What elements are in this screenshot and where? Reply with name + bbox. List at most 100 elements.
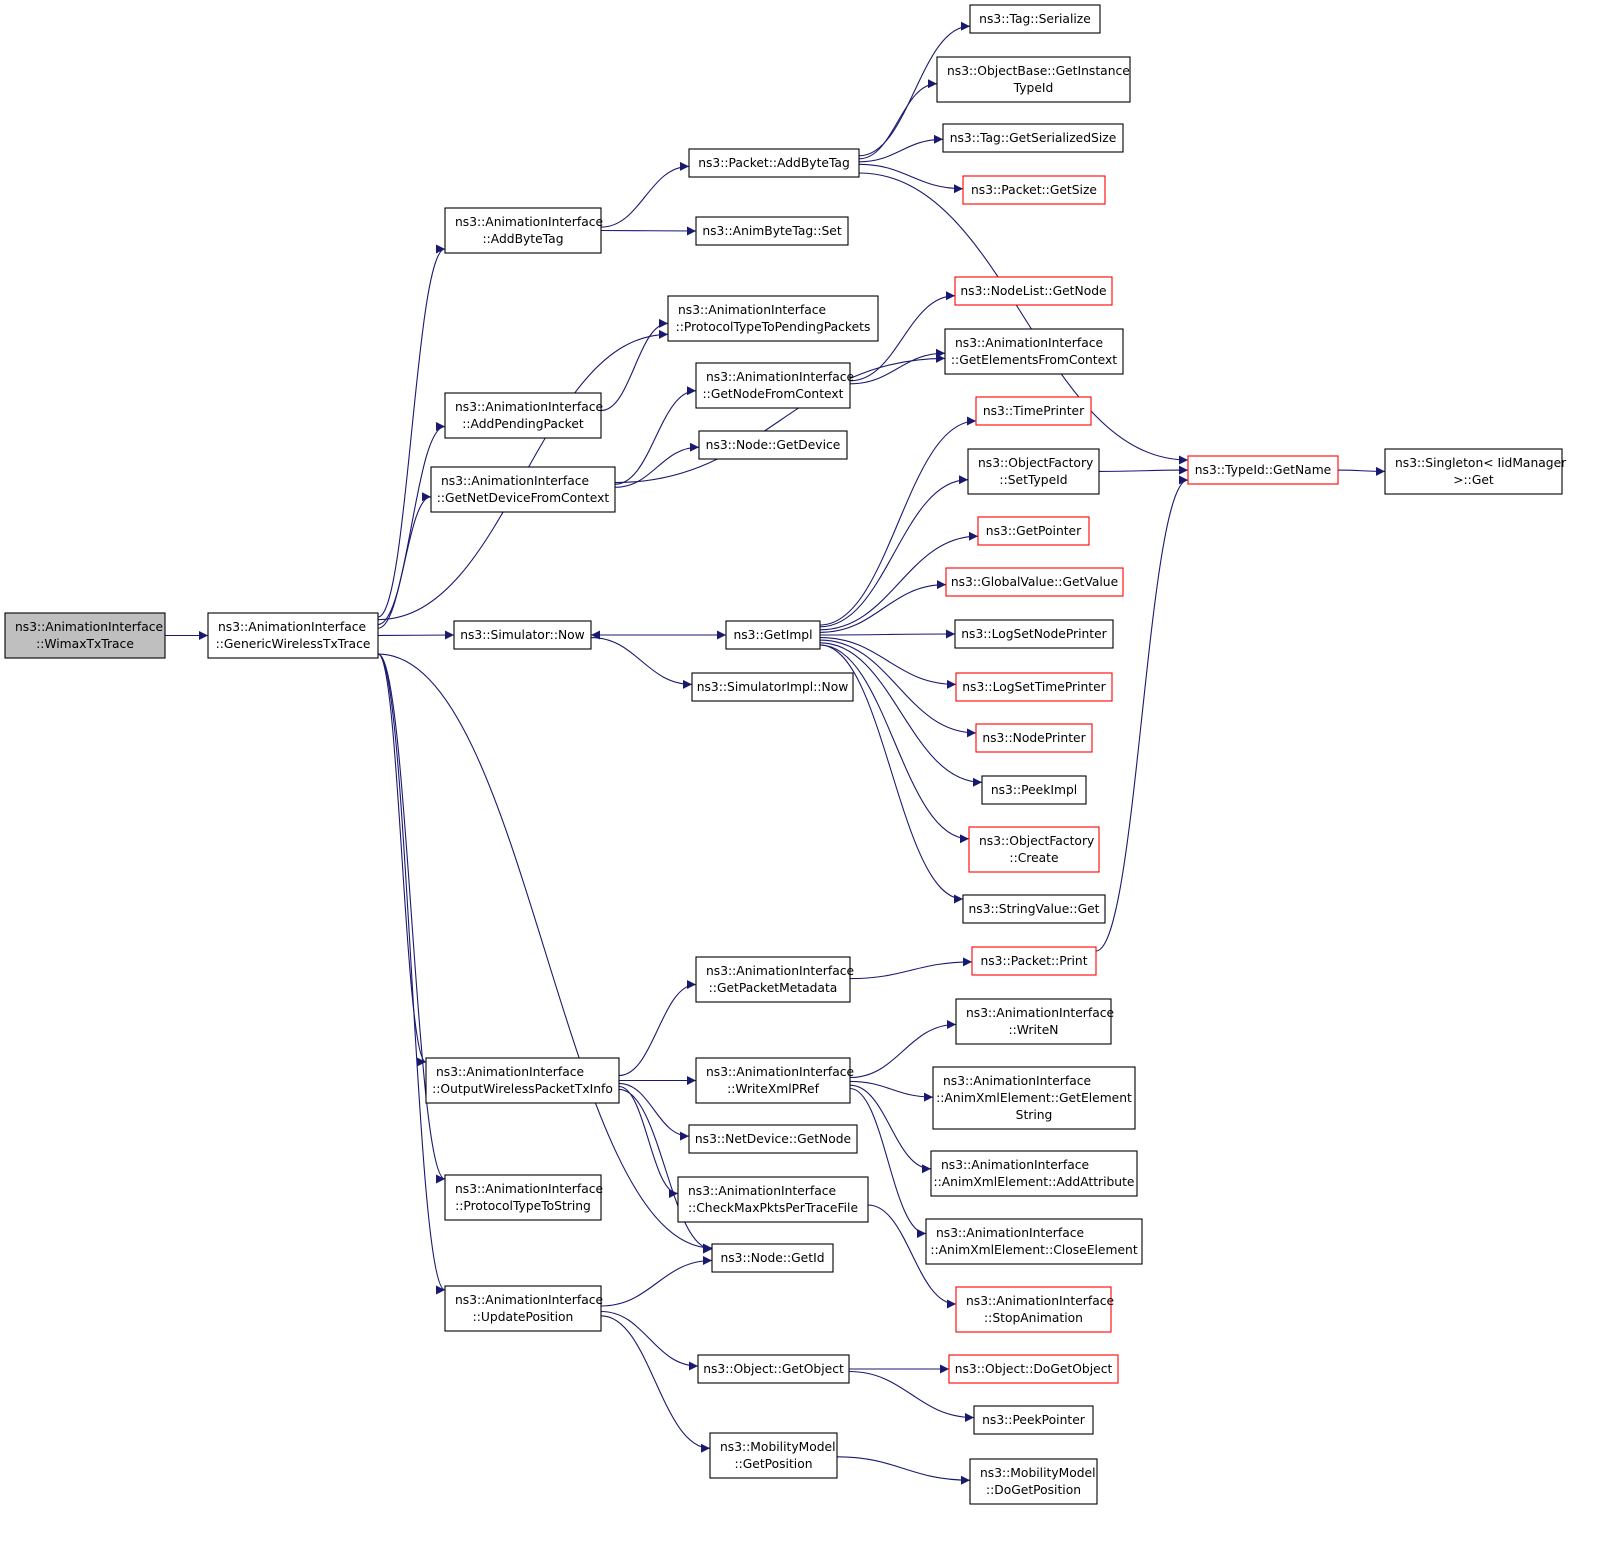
node-cmpptf[interactable]: ns3::AnimationInterface::CheckMaxPktsPer… <box>677 1176 869 1223</box>
node-label-line: ::WimaxTxTrace <box>36 637 134 651</box>
node-label-line: ns3::AnimationInterface <box>941 1158 1089 1172</box>
node-box <box>954 276 1113 306</box>
node-label-line: ::DoGetPosition <box>986 1483 1081 1497</box>
node-mmdgp[interactable]: ns3::MobilityModel::DoGetPosition <box>969 1458 1098 1505</box>
node-box <box>955 998 1112 1045</box>
node-label-line: String <box>1016 1108 1053 1122</box>
node-abtset[interactable]: ns3::AnimByteTag::Set <box>695 216 849 246</box>
node-abt[interactable]: ns3::AnimationInterface::AddByteTag <box>444 207 603 254</box>
node-box <box>444 207 602 254</box>
node-label-line: ::AnimXmlElement::AddAttribute <box>933 1175 1134 1189</box>
node-gefc[interactable]: ns3::AnimationInterface::GetElementsFrom… <box>944 328 1124 375</box>
node-box <box>4 612 166 659</box>
node-ofcreate[interactable]: ns3::ObjectFactory::Create <box>968 826 1100 873</box>
node-pabt[interactable]: ns3::Packet::AddByteTag <box>688 148 860 178</box>
node-box <box>444 1174 602 1221</box>
node-label-line: ns3::NetDevice::GetNode <box>695 1132 851 1146</box>
node-nlgn[interactable]: ns3::NodeList::GetNode <box>954 276 1113 306</box>
node-axaa[interactable]: ns3::AnimationInterface::AnimXmlElement:… <box>930 1150 1138 1197</box>
node-peekimpl[interactable]: ns3::PeekImpl <box>981 775 1087 805</box>
node-label-line: ::GenericWirelessTxTrace <box>216 637 371 651</box>
node-nprinter[interactable]: ns3::NodePrinter <box>975 723 1093 753</box>
node-label-line: ::GetPosition <box>734 1457 812 1471</box>
node-box <box>695 1057 851 1104</box>
edge-gwt-to-pt2s <box>377 653 446 1184</box>
node-singleton[interactable]: ns3::Singleton< IidManager>::Get <box>1384 448 1567 495</box>
node-pt2s[interactable]: ns3::AnimationInterface::ProtocolTypeToS… <box>444 1174 603 1221</box>
edge-owptx-to-cmpptf <box>618 1085 679 1198</box>
node-box <box>697 1354 850 1384</box>
node-box <box>962 175 1106 205</box>
node-label-line: ::WriteN <box>1009 1023 1059 1037</box>
node-objgo[interactable]: ns3::Object::GetObject <box>697 1354 850 1384</box>
node-tagser[interactable]: ns3::Tag::Serialize <box>969 4 1101 34</box>
edge-gwt-to-abt <box>377 244 446 618</box>
node-gvgv[interactable]: ns3::GlobalValue::GetValue <box>945 567 1124 597</box>
node-box <box>954 619 1114 649</box>
node-lstp[interactable]: ns3::LogSetTimePrinter <box>955 672 1113 702</box>
node-lsnp[interactable]: ns3::LogSetNodePrinter <box>954 619 1114 649</box>
node-nodegetid[interactable]: ns3::Node::GetId <box>711 1243 834 1273</box>
node-ofsti[interactable]: ns3::ObjectFactory::SetTypeId <box>967 448 1100 495</box>
node-getimpl[interactable]: ns3::GetImpl <box>725 620 821 650</box>
node-gwt[interactable]: ns3::AnimationInterface::GenericWireless… <box>207 612 379 659</box>
node-nodegetdev[interactable]: ns3::Node::GetDevice <box>698 430 848 460</box>
node-objdgo[interactable]: ns3::Object::DoGetObject <box>948 1354 1119 1384</box>
node-pgs[interactable]: ns3::Packet::GetSize <box>962 175 1106 205</box>
edge-objgo-to-peekptr <box>848 1370 975 1422</box>
node-label-line: ns3::Packet::AddByteTag <box>698 156 850 170</box>
node-label-line: ns3::AnimationInterface <box>966 1294 1114 1308</box>
node-mmgp[interactable]: ns3::MobilityModel::GetPosition <box>709 1432 838 1479</box>
node-wxpref[interactable]: ns3::AnimationInterface::WriteXmlPRef <box>695 1057 854 1104</box>
node-axges[interactable]: ns3::AnimationInterface::AnimXmlElement:… <box>932 1066 1136 1130</box>
node-gpm[interactable]: ns3::AnimationInterface::GetPacketMetada… <box>695 956 854 1003</box>
node-app[interactable]: ns3::AnimationInterface::AddPendingPacke… <box>444 392 603 439</box>
node-siminow[interactable]: ns3::SimulatorImpl::Now <box>691 672 854 702</box>
node-gndfc[interactable]: ns3::AnimationInterface::GetNetDeviceFro… <box>430 466 616 513</box>
node-box <box>430 466 616 513</box>
edge-simnow-to-siminow <box>590 637 693 689</box>
node-writen[interactable]: ns3::AnimationInterface::WriteN <box>955 998 1114 1045</box>
node-axce[interactable]: ns3::AnimationInterface::AnimXmlElement:… <box>925 1218 1143 1265</box>
node-box <box>975 723 1093 753</box>
edge-owptx-to-ndgn <box>618 1082 690 1141</box>
node-taggss[interactable]: ns3::Tag::GetSerializedSize <box>942 123 1124 153</box>
node-label-line: ::ProtocolTypeToString <box>455 1199 591 1213</box>
node-tigetname[interactable]: ns3::TypeId::GetName <box>1187 455 1339 485</box>
node-pprint[interactable]: ns3::Packet::Print <box>971 946 1097 976</box>
node-owptx[interactable]: ns3::AnimationInterface::OutputWirelessP… <box>425 1057 620 1104</box>
node-peekptr[interactable]: ns3::PeekPointer <box>973 1405 1094 1435</box>
node-gnfc[interactable]: ns3::AnimationInterface::GetNodeFromCont… <box>695 362 854 409</box>
node-simnow[interactable]: ns3::Simulator::Now <box>453 620 592 650</box>
node-updpos[interactable]: ns3::AnimationInterface::UpdatePosition <box>444 1285 603 1332</box>
edge-layer <box>164 21 1386 1485</box>
node-box <box>977 516 1090 546</box>
node-stopanim[interactable]: ns3::AnimationInterface::StopAnimation <box>955 1286 1114 1333</box>
edge-gwt-to-nodegetid <box>377 653 713 1253</box>
node-svget[interactable]: ns3::StringValue::Get <box>962 894 1106 924</box>
node-box <box>1384 448 1563 495</box>
edge-tigetname-to-singleton <box>1337 466 1386 476</box>
node-box <box>725 620 821 650</box>
node-label-line: ns3::TimePrinter <box>983 404 1085 418</box>
node-box <box>711 1243 834 1273</box>
node-box <box>981 775 1087 805</box>
edge-gwt-to-app <box>377 422 446 626</box>
node-label-line: ns3::LogSetNodePrinter <box>961 627 1107 641</box>
node-box <box>925 1218 1143 1265</box>
node-tprinter[interactable]: ns3::TimePrinter <box>975 396 1092 426</box>
node-ndgn[interactable]: ns3::NetDevice::GetNode <box>688 1124 858 1154</box>
edge-getimpl-to-svget <box>819 644 964 904</box>
node-label-line: ns3::NodePrinter <box>982 731 1086 745</box>
edge-gndfc-to-gnfc <box>614 386 697 485</box>
node-box <box>695 956 851 1003</box>
node-pt2pp[interactable]: ns3::AnimationInterface::ProtocolTypeToP… <box>667 295 879 342</box>
node-label-line: ns3::GetImpl <box>733 628 812 642</box>
edge-getimpl-to-gvgv <box>819 580 947 633</box>
node-wimax: ns3::AnimationInterface::WimaxTxTrace <box>4 612 166 659</box>
node-label-line: ns3::Tag::GetSerializedSize <box>950 131 1117 145</box>
node-box <box>207 612 379 659</box>
node-label-line: ns3::AnimationInterface <box>455 1182 603 1196</box>
node-getptr[interactable]: ns3::GetPointer <box>977 516 1090 546</box>
